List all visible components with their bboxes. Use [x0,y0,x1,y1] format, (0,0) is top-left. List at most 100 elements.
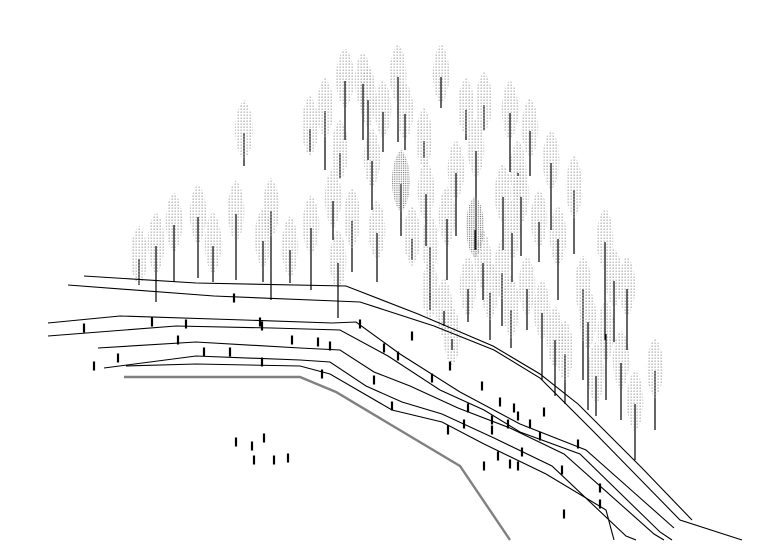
terrain-contour-lines [47,275,743,541]
tree-canopy [612,330,630,390]
slope-edge-line [124,375,511,541]
tree-canopy [443,306,461,366]
tree-canopy [301,96,319,156]
tree-canopy [646,338,664,398]
tree-icon [579,288,597,410]
tree-canopy [565,156,583,218]
tree-icon [597,300,615,400]
contour-line [47,325,673,541]
tree-icon [587,342,605,416]
tree-canopy [421,214,439,274]
tree-icon [457,78,475,140]
tree-canopy [130,226,148,286]
tree-canopy [447,140,465,200]
tree-canopy [542,130,560,190]
tree-canopy [374,80,392,138]
tree-icon [612,330,630,420]
contour-line [103,355,637,541]
tree-canopy [596,208,614,270]
tree-icon [459,256,477,322]
tree-canopy [331,120,349,180]
tree-canopy [597,300,615,362]
tree-canopy [147,212,165,274]
tree-icon [533,280,551,380]
tree-icon [262,178,280,300]
tree-icon [204,212,222,282]
tree-icon [403,206,421,266]
tree-canopy [438,186,456,246]
tree-canopy [368,200,386,260]
tree-icon [415,108,433,168]
tree-canopy [556,320,574,382]
tree-icon [618,256,636,350]
tree-icon [368,200,386,282]
tree-canopy [281,216,299,278]
tree-canopy [579,288,597,350]
tree-canopy [204,212,222,274]
tree-icon [443,306,461,366]
contour-line [47,315,675,529]
tree-canopy [189,184,207,244]
tree-canopy [421,260,439,320]
tree-icon [392,150,410,236]
tree-canopy [521,98,539,158]
contour-line [67,284,743,541]
tree-icon [646,338,664,430]
tree-icon [565,156,583,254]
tree-canopy [533,280,551,340]
contour-line [125,363,615,541]
tree-canopy [227,180,245,242]
tree-canopy [165,192,183,252]
tree-icon [374,80,392,152]
tree-icon [447,140,465,236]
tree-canopy [459,256,477,316]
tree-canopy [396,82,414,140]
tree-canopy [359,66,377,128]
tree-canopy [324,168,342,228]
tree-icon [147,212,165,302]
tree-icon [432,44,450,108]
tree-canopy [518,256,536,316]
tree-icon [501,80,519,172]
contour-line [97,341,665,541]
tree-canopy [502,276,520,338]
tree-canopy [475,72,493,132]
tree-canopy [262,178,280,238]
tree-icon [626,370,644,460]
tree-icon [438,186,456,280]
tree-canopy [329,230,347,290]
tree-canopy [363,128,381,188]
tree-canopy [457,78,475,136]
tree-icon [556,320,574,404]
tree-icon [542,130,560,230]
tree-canopy [302,195,320,255]
tree-canopy [618,256,636,316]
tree-icon [475,72,493,132]
tree-icon [301,96,319,156]
tree-icon [165,192,183,282]
tree-icon [235,100,253,166]
tree-grove [130,44,664,460]
tree-canopy [501,80,519,140]
tree-canopy [587,342,605,404]
tree-icon [130,226,148,286]
tree-canopy [530,190,548,248]
tree-icon [512,164,530,256]
contour-line [83,275,693,521]
tree-icon [521,98,539,176]
tree-canopy [417,160,435,222]
tree-icon [502,276,520,348]
tree-icon [302,195,320,290]
tree-icon [189,184,207,278]
tree-canopy [415,108,433,168]
tree-canopy [235,100,253,160]
tree-canopy [549,206,567,266]
tree-canopy [343,188,361,248]
tree-canopy [336,48,354,108]
tree-canopy [626,370,644,432]
tree-icon [549,206,567,300]
tree-canopy [403,206,421,266]
tree-canopy [432,44,450,104]
tree-canopy [512,164,530,224]
